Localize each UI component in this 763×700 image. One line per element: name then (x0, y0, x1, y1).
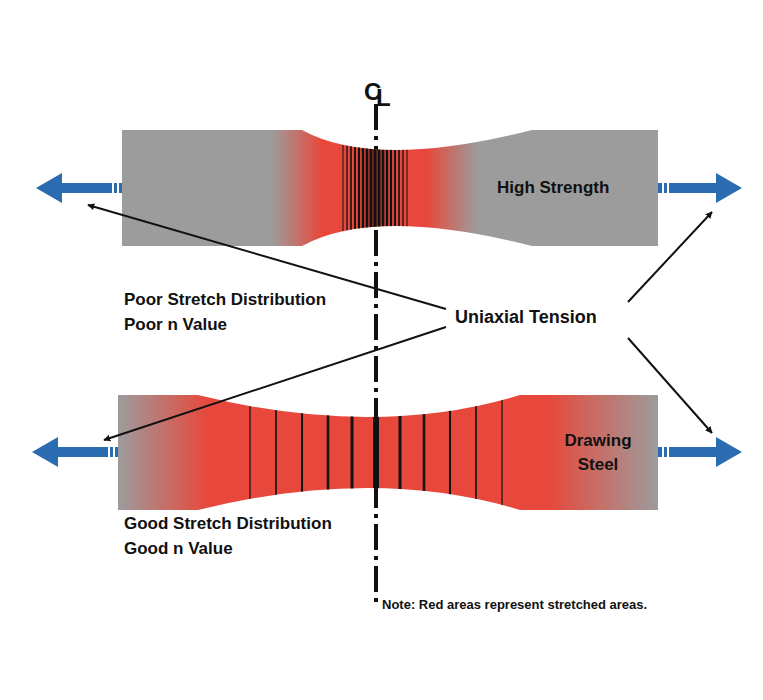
leader-line (628, 338, 712, 433)
leader-line (628, 212, 712, 302)
specimen-body (122, 130, 658, 246)
tension-arrow (658, 173, 742, 203)
load-label: Uniaxial Tension (455, 307, 597, 328)
property-note: Good Stretch Distribution (124, 514, 332, 534)
leader-line (88, 205, 446, 309)
centerline-symbol: L (376, 84, 391, 112)
strain-lines (343, 130, 408, 246)
tension-arrow (32, 437, 118, 467)
tension-arrow (658, 437, 742, 467)
specimen-label: Drawing Steel (546, 429, 650, 477)
property-note: Good n Value (124, 539, 233, 559)
high-strength-specimen: High Strength (122, 130, 658, 246)
property-note: Poor n Value (124, 315, 227, 335)
specimen-outline (118, 395, 658, 510)
specimen-body (118, 395, 658, 510)
tension-arrow (36, 173, 122, 203)
specimen-label: High Strength (497, 176, 609, 200)
figure-note: Note: Red areas represent stretched area… (382, 597, 647, 612)
property-note: Poor Stretch Distribution (124, 290, 326, 310)
strain-lines (249, 395, 502, 510)
drawing-steel-specimen: Drawing Steel (118, 395, 658, 510)
leader-line (104, 327, 446, 440)
